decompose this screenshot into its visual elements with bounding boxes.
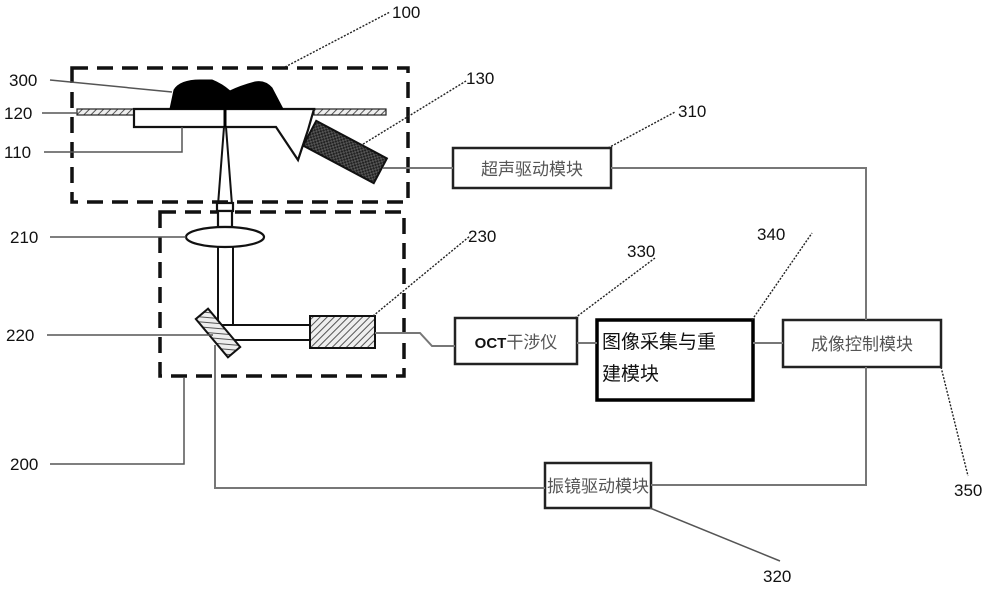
oct-interferometer-label: OCT干涉仪 (475, 333, 558, 353)
lens-210 (184, 225, 266, 249)
ref-300: 300 (9, 71, 37, 90)
ref-100: 100 (392, 3, 420, 22)
wire-ultrasound-driver-to-control (611, 167, 867, 320)
sample-plate-right (313, 108, 387, 116)
galvo-driver-box (543, 461, 653, 510)
ultrasound-transducer (301, 119, 389, 185)
leader-310 (607, 111, 676, 149)
ref-110: 110 (4, 143, 31, 162)
ref-230: 230 (468, 227, 496, 246)
oct-suffix: 干涉仪 (506, 333, 557, 353)
ref-350: 350 (954, 481, 982, 500)
focused-beam (217, 126, 233, 206)
ref-320: 320 (763, 567, 791, 586)
galvo-mirror-220 (194, 307, 242, 359)
galvo-driver-label: 振镜驱动模块 (547, 477, 649, 497)
ref-340: 340 (757, 225, 785, 244)
ref-220: 220 (6, 326, 34, 345)
leader-340 (751, 232, 813, 321)
leader-230 (372, 235, 471, 317)
ref-310: 310 (678, 102, 706, 121)
wire-galvo-driver-to-mirror (214, 345, 545, 489)
beam-vertical (217, 247, 234, 325)
ref-120: 120 (4, 104, 32, 123)
imaging-control-label: 成像控制模块 (811, 335, 913, 355)
leader-300 (49, 79, 173, 93)
leader-320 (649, 507, 781, 562)
image-acquisition-box (595, 318, 755, 402)
sample-plate-left (76, 108, 136, 116)
ref-200: 200 (10, 455, 38, 474)
leader-200 (50, 378, 185, 465)
oct-prefix: OCT (475, 335, 507, 352)
image-acquisition-label-2: 建模块 (602, 363, 659, 385)
collimator-230 (309, 315, 376, 349)
enclosure-100 (70, 66, 410, 204)
ref-330: 330 (627, 242, 655, 261)
ultrasound-driver-label: 超声驱动模块 (481, 160, 583, 180)
enclosure-200 (158, 210, 406, 378)
leader-110 (44, 127, 183, 153)
beam-segment (215, 201, 235, 213)
image-acquisition-label-1: 图像采集与重 (602, 331, 716, 353)
leader-100 (284, 11, 391, 68)
coupling-base (132, 107, 316, 163)
wire-control-to-galvo-driver (651, 367, 867, 486)
leader-330 (574, 257, 656, 319)
beam-horizontal (222, 324, 310, 341)
sample-300 (169, 79, 284, 110)
oct-interferometer-box (453, 316, 579, 366)
ref-210: 210 (10, 228, 38, 247)
wire-collimator-to-oct (375, 332, 455, 347)
ref-130: 130 (466, 69, 494, 88)
leader-350 (940, 366, 969, 477)
beam-segment-2 (216, 209, 234, 229)
